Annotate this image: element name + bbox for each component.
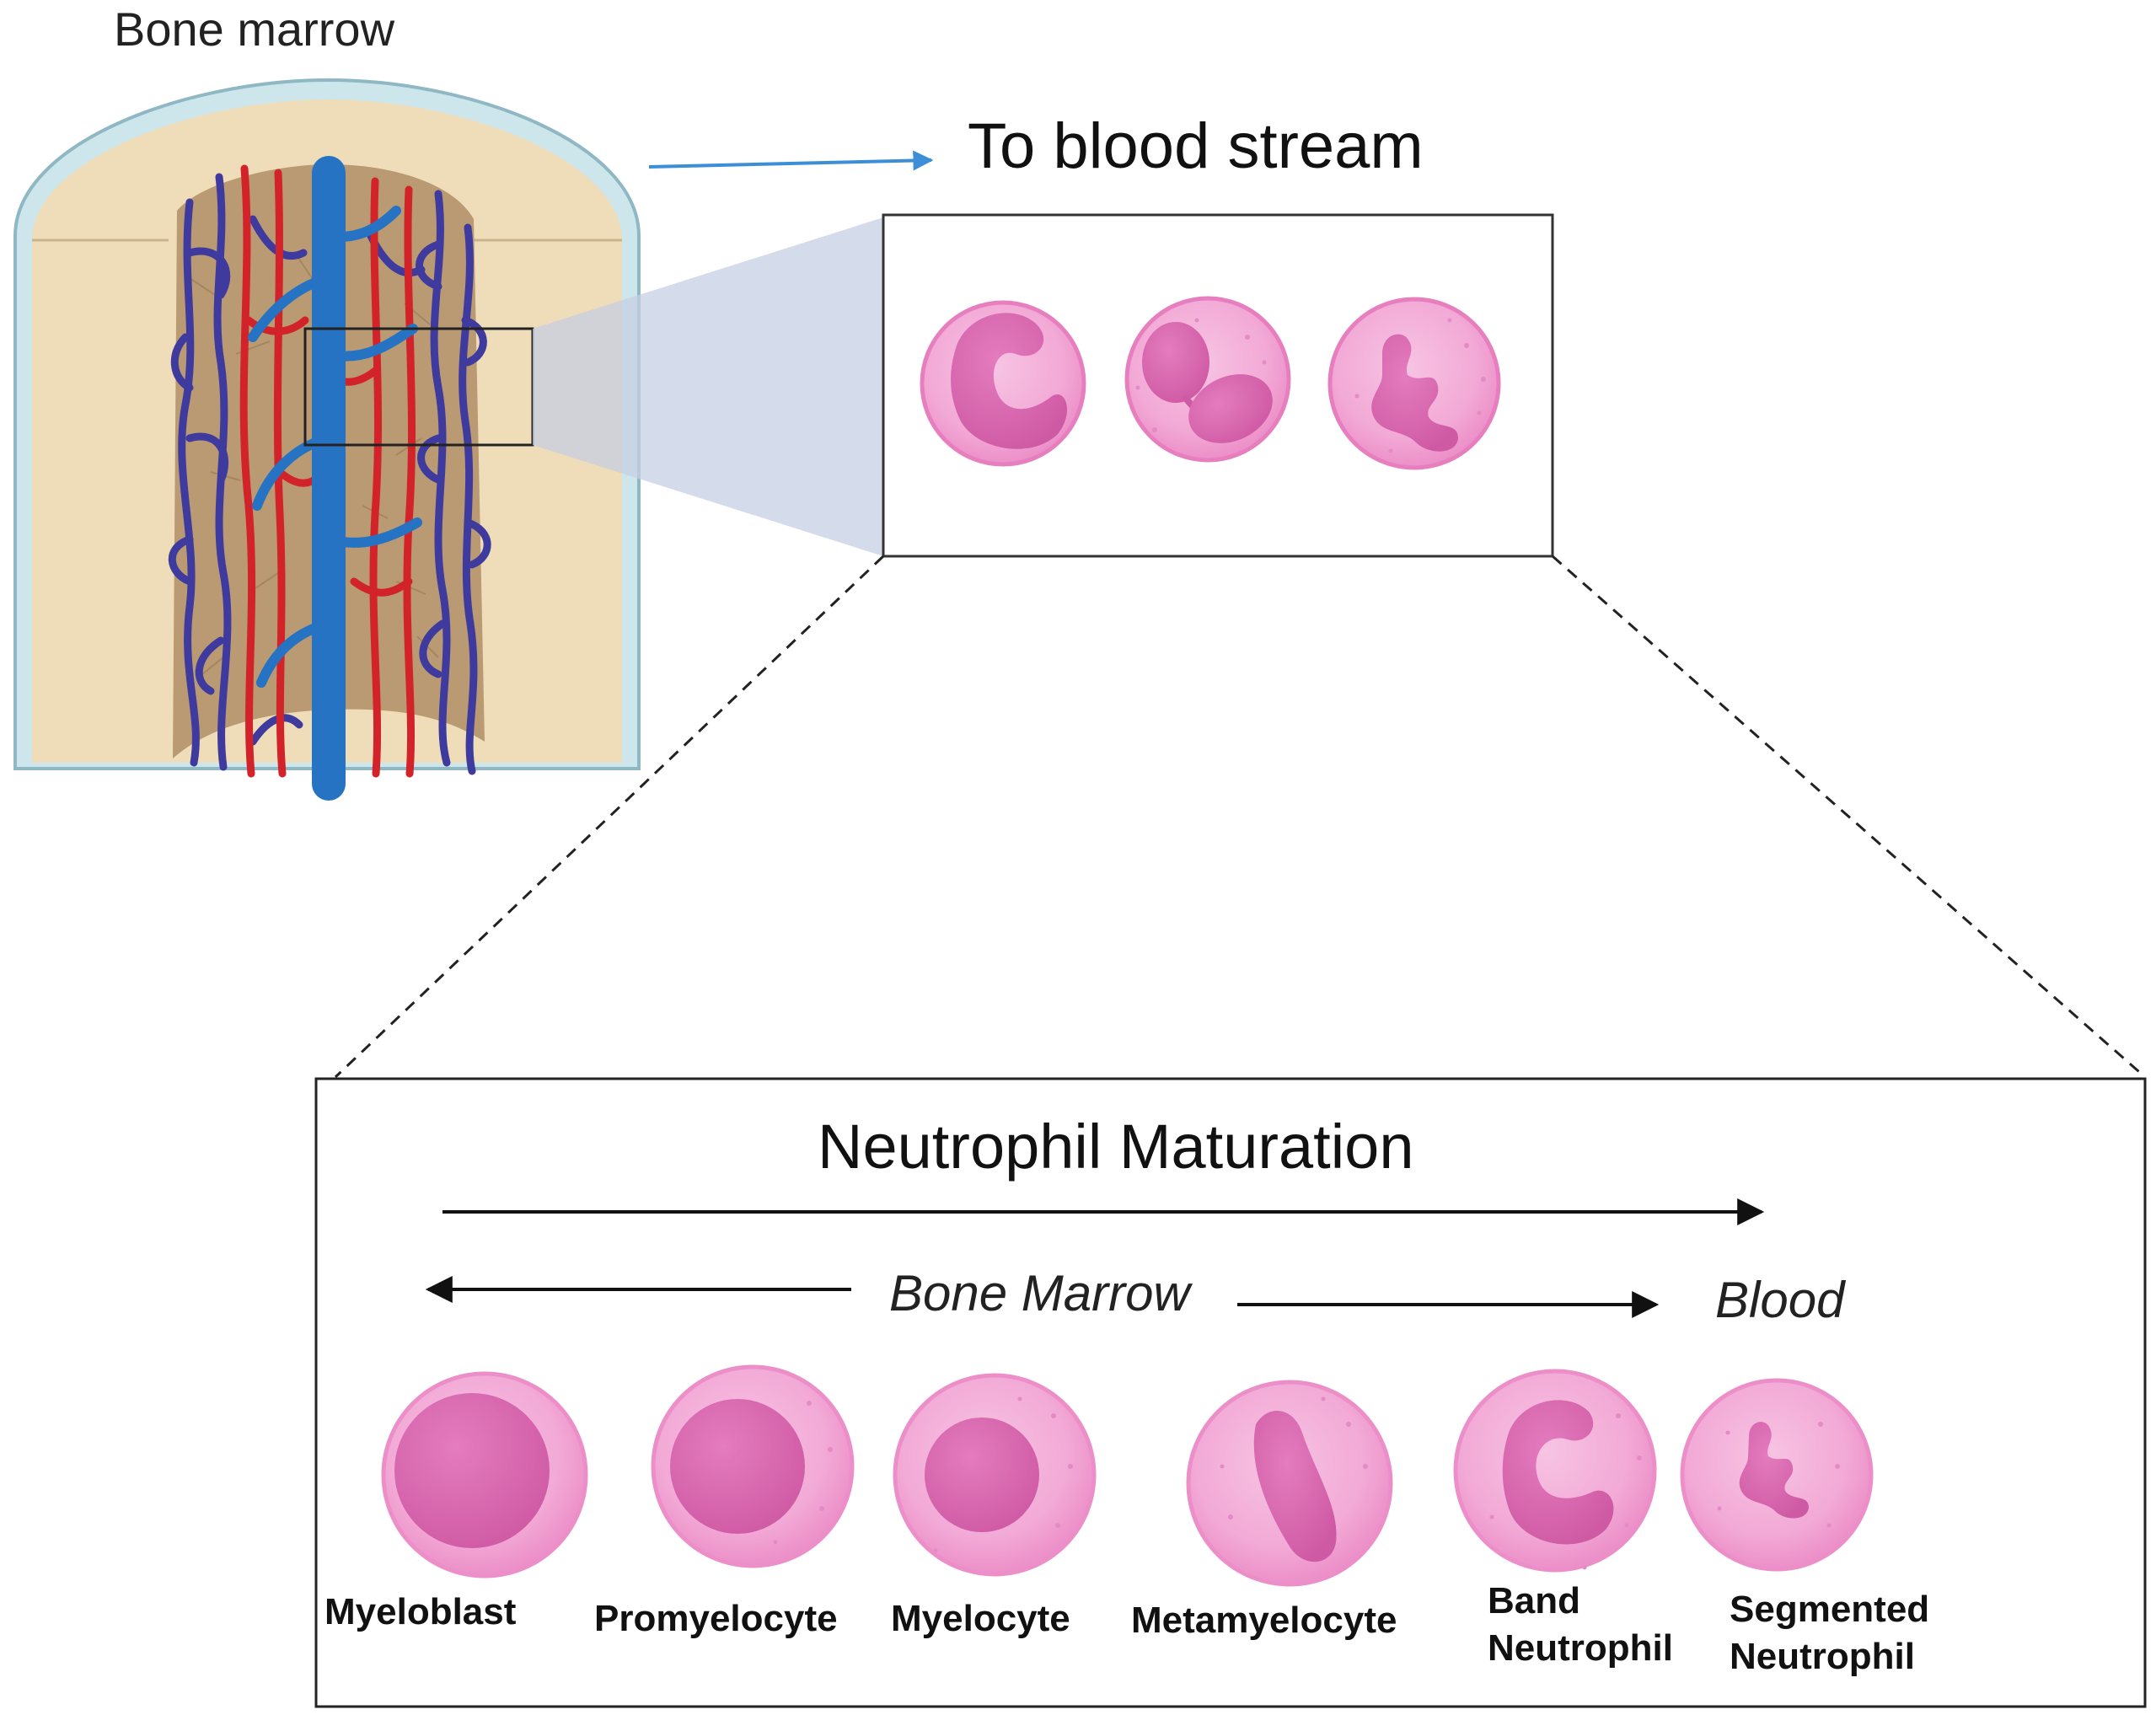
zone-blood-label: Blood (1715, 1272, 1845, 1328)
top-cell-band (920, 300, 1086, 467)
top-cell-segmented (1327, 297, 1501, 470)
cell-segmented-neutrophil (1680, 1378, 1874, 1572)
dashed-connector-right (1552, 555, 2146, 1079)
central-vessel (248, 156, 422, 801)
cell-myeloblast (381, 1371, 588, 1578)
top-cell-bilobed (1124, 296, 1291, 463)
stage-label-myelocyte: Myelocyte (891, 1598, 1070, 1639)
cell-metamyelocyte (1186, 1380, 1393, 1587)
to-blood-stream-label: To blood stream (968, 110, 1424, 182)
veins (168, 173, 491, 775)
stage-label-segmented-neutrophil: Segmented Neutrophil (1730, 1589, 1930, 1677)
bone-marrow-illustration (13, 78, 641, 801)
maturation-title: Neutrophil Maturation (818, 1112, 1414, 1182)
to-blood-stream-arrow (648, 150, 934, 171)
stage-label-metamyelocyte: Metamyelocyte (1131, 1600, 1397, 1641)
cell-myelocyte (893, 1373, 1097, 1577)
cell-band-neutrophil (1453, 1369, 1657, 1573)
stage-label-myeloblast: Myeloblast (324, 1591, 517, 1632)
bone-marrow-label: Bone marrow (114, 3, 395, 56)
stage-label-promyelocyte: Promyelocyte (594, 1598, 838, 1639)
zoom-wedge (533, 217, 883, 556)
zone-bone-marrow-label: Bone Marrow (889, 1265, 1190, 1321)
cell-promyelocyte (651, 1364, 855, 1568)
maturation-panel (314, 1077, 2147, 1708)
dashed-connector-left (334, 555, 885, 1079)
stage-label-band-neutrophil: Band Neutrophil (1488, 1580, 1673, 1669)
